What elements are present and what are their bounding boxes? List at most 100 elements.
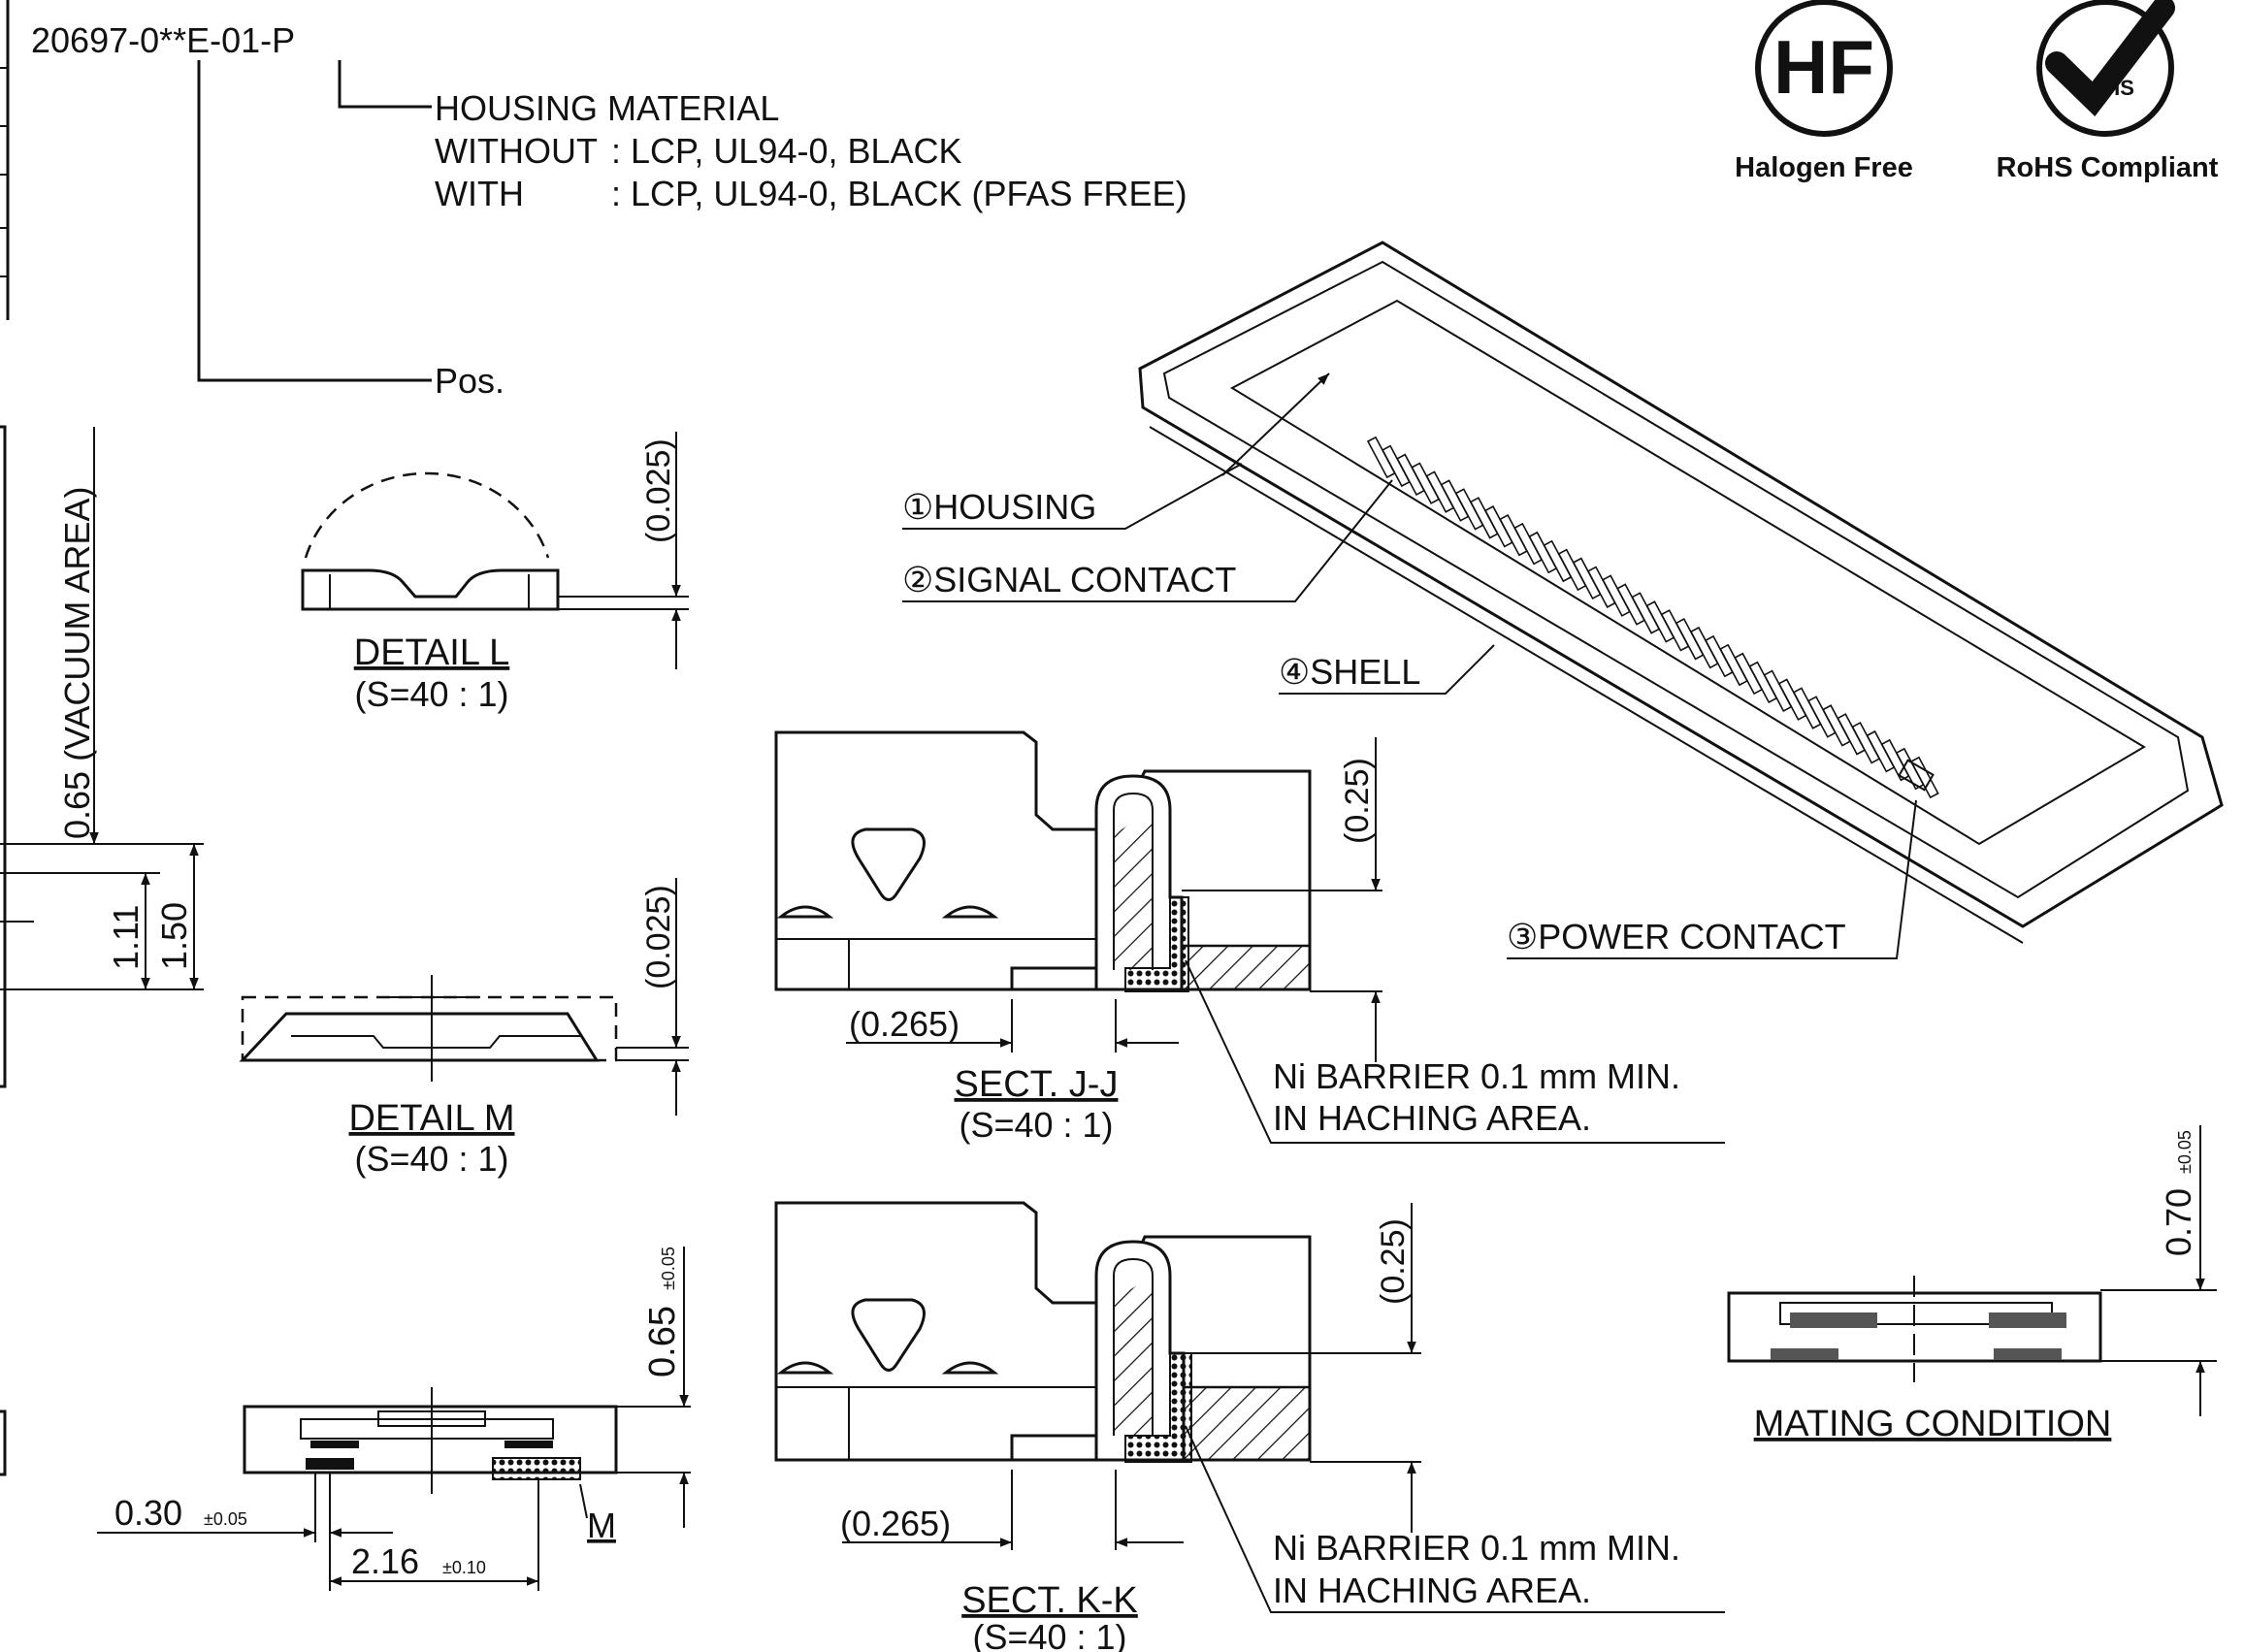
hf-logo-icon [1755,0,1893,137]
sect-jj-bump [776,905,834,919]
sect-kk-hdim: (0.265) [840,1504,951,1543]
callout-signal-contact: ②SIGNAL CONTACT [902,560,1236,599]
detail-m-title: DETAIL M [348,1098,514,1139]
mating-lower-contact [1994,1348,2062,1360]
power-contact-pad [1898,759,1935,792]
bottom-view-contact [306,1458,354,1470]
sect-kk-note-leader [1185,1425,1725,1613]
left-side-view: 0.65 (VACUUM AREA) 1.11 1.50 [0,425,204,1088]
bottom-view-pad [310,1441,359,1448]
width-tolerance: ±0.10 [442,1558,486,1577]
bottom-view-pad [504,1441,553,1448]
sect-jj-note-leader [1185,959,1725,1144]
sect-jj-ni-barrier [1124,896,1189,992]
halogen-free-caption: Halogen Free [1735,152,1913,183]
sect-jj-title: SECT. J-J [955,1064,1119,1105]
connector-base-edge [1149,426,2024,944]
detail-m-dim: (0.025) [640,885,677,989]
sect-jj-hatch [1180,944,1312,991]
height-value: 0.65 [642,1306,683,1377]
sect-kk-title: SECT. K-K [961,1580,1138,1621]
sect-jj-vdim: (0.25) [1339,758,1376,844]
part-number-block: 20697-0**E-01-P Pos. HOUSING MATERIAL WI… [0,0,1187,401]
sect-kk-bump [941,1361,999,1375]
detail-m-profile [239,1012,600,1062]
mating-upper-contact [1989,1312,2066,1328]
dim-111-label: 1.11 [106,905,146,970]
callout-shell-leader [1279,644,1495,695]
connector-3d-view [1138,241,2224,944]
bottom-view-contact [492,1457,581,1480]
vacuum-area-label: 0.65 (VACUUM AREA) [57,487,97,839]
rohs-badge: RoHS RoHS Compliant [1997,0,2219,183]
sect-kk-bump [776,1361,834,1375]
housing-without-label: WITHOUT [435,131,598,171]
bottom-front-view: 0.65 ±0.05 0.30 ±0.05 2.16 ±0.10 M [0,1247,691,1591]
height-tolerance: ±0.05 [659,1247,678,1290]
sect-kk-note-line1: Ni BARRIER 0.1 mm MIN. [1273,1528,1680,1568]
pitch-value: 0.30 [114,1493,182,1533]
sect-kk-note-line2: IN HACHING AREA. [1273,1571,1591,1610]
checkmark-icon [2045,0,2175,117]
positions-leader [197,60,432,382]
left-view-body [0,425,7,1088]
detail-l: (0.025) DETAIL L (S=40 : 1) [301,432,689,714]
mating-title: MATING CONDITION [1754,1404,2112,1444]
part-number-code: 20697-0**E-01-P [31,20,295,60]
callouts: ①HOUSING ②SIGNAL CONTACT ④SHELL ③POWER C… [902,373,1917,959]
housing-with-value: : LCP, UL94-0, BLACK (PFAS FREE) [611,174,1187,213]
section-kk: (0.25) (0.265) SECT. K-K (S=40 : 1) Ni B… [774,1201,1725,1652]
width-value: 2.16 [351,1541,419,1581]
detail-l-profile [301,568,560,611]
callout-housing-arrow [1221,373,1330,476]
detail-m-leader [579,1483,588,1519]
sect-jj-triangle [851,827,926,901]
detail-l-dim: (0.025) [640,438,677,543]
mating-upper-contact [1790,1312,1877,1328]
detail-m: (0.025) DETAIL M (S=40 : 1) [239,878,689,1179]
signal-contact-row [1366,436,1939,799]
sect-kk-contact-inner [1113,1257,1154,1436]
detail-m-inner [291,1035,582,1049]
dim-150-label: 1.50 [154,902,194,970]
sect-jj-hatch [1114,810,1153,970]
housing-with-label: WITH [435,174,524,213]
bottom-left-fragment [0,1409,7,1476]
sect-jj-bump [941,905,999,919]
connector-bottom-edge [1142,406,2024,927]
sect-jj-scale: (S=40 : 1) [959,1105,1113,1145]
connector-inner-rim [1162,260,2190,899]
callout-housing: ①HOUSING [902,487,1096,527]
callout-signal-leader [902,479,1393,602]
sect-jj-note-line1: Ni BARRIER 0.1 mm MIN. [1273,1056,1680,1096]
sect-kk-housing [774,1201,1098,1462]
hf-logo-text: HF [1773,24,1874,110]
halogen-free-badge: HF Halogen Free [1735,0,1913,183]
detail-m-scale: (S=40 : 1) [354,1139,508,1179]
contact-fin [1909,756,1939,799]
housing-material-leader [338,60,432,109]
sect-jj-hdim: (0.265) [849,1004,959,1044]
positions-label: Pos. [435,361,504,401]
detail-l-title: DETAIL L [354,632,510,673]
sect-kk-hatch [1182,1385,1312,1462]
pitch-tolerance: ±0.05 [204,1509,247,1529]
mating-height-tolerance: ±0.05 [2175,1130,2195,1174]
sect-kk-triangle [851,1298,926,1372]
sect-jj-housing [774,730,1098,991]
connector-cavity [1229,299,2146,846]
detail-l-circle [304,471,550,559]
mating-lower-contact [1771,1348,1838,1360]
detail-m-reference: M [587,1506,616,1545]
section-jj: (0.25) (0.265) SECT. J-J (S=40 : 1) Ni B… [774,730,1725,1145]
mating-condition-view: 0.70 ±0.05 MATING CONDITION [1727,1125,2217,1444]
sect-jj-contact-inner [1113,792,1154,970]
sect-jj-note-line2: IN HACHING AREA. [1273,1098,1591,1138]
sect-kk-hatch [1114,1276,1153,1436]
callout-power-leader [1507,799,1917,959]
sect-kk-vdim: (0.25) [1375,1218,1412,1305]
rohs-logo-text: RoHS [2076,76,2134,100]
housing-without-value: : LCP, UL94-0, BLACK [611,131,962,171]
callout-shell: ④SHELL [1279,652,1420,692]
